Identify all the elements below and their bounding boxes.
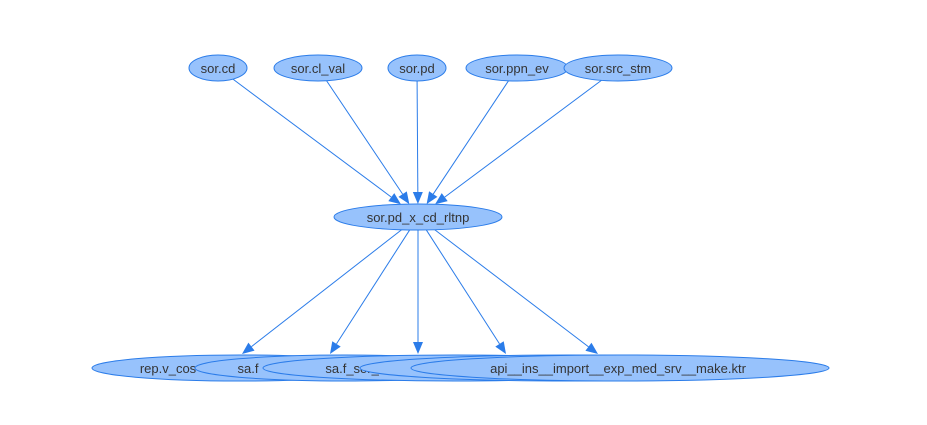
graph-node-api-ins-import[interactable]: api__ins__import__exp_med_srv__make.ktr — [410, 354, 830, 382]
graph-node-sor-pd[interactable]: sor.pd — [387, 54, 447, 82]
edge-n_sor_cl_val-to-n_sor_pd_x_cd_rltnp[interactable] — [326, 80, 404, 195]
node-label: rep.v_cos — [140, 361, 197, 376]
edge-n_sor_pd_x_cd_rltnp-to-n_api_ins_import[interactable] — [434, 229, 589, 348]
node-ellipse[interactable] — [410, 354, 830, 382]
edge-arrowhead — [412, 191, 423, 204]
node-ellipse[interactable] — [188, 54, 248, 82]
nodes-layer: sor.cd sor.cl_val sor.pd sor.ppn_ev sor.src_… — [91, 54, 830, 382]
node-label: sor.cl_val — [291, 61, 345, 76]
node-ellipse[interactable] — [273, 54, 363, 82]
node-label: api__ins__import__exp_med_srv__make.ktr — [490, 361, 746, 376]
node-label: sor.pd — [399, 61, 434, 76]
edge-arrowhead — [242, 342, 255, 354]
node-label: sor.ppn_ev — [485, 61, 549, 76]
edge-n_sor_pd_x_cd_rltnp-to-n_sa_f[interactable] — [336, 229, 411, 345]
node-ellipse[interactable] — [387, 54, 447, 82]
edge-arrowhead — [413, 342, 423, 354]
graph-node-sor-pd-x-cd-rltnp[interactable]: sor.pd_x_cd_rltnp — [333, 203, 503, 231]
edges-layer — [232, 78, 602, 354]
edge-n_sor_pd_x_cd_rltnp-to-n_rep_v_cos[interactable] — [251, 229, 402, 348]
graph-node-sor-cd[interactable]: sor.cd — [188, 54, 248, 82]
node-label: sor.src_stm — [585, 61, 651, 76]
edge-arrowhead — [435, 193, 448, 205]
edge-arrowhead — [398, 191, 410, 205]
edge-arrowhead — [426, 191, 438, 205]
edge-arrowhead — [495, 341, 506, 354]
edge-n_sor_cd-to-n_sor_pd_x_cd_rltnp[interactable] — [232, 78, 392, 198]
graph-node-sor-ppn-ev[interactable]: sor.ppn_ev — [465, 54, 569, 82]
edge-n_sor_pd_x_cd_rltnp-to-n_api[interactable] — [425, 229, 500, 345]
edge-arrowhead — [388, 193, 401, 205]
edge-n_sor_src_stm-to-n_sor_pd_x_cd_rltnp[interactable] — [444, 79, 602, 198]
node-ellipse[interactable] — [563, 54, 673, 82]
edge-arrowhead — [330, 341, 341, 354]
edge-n_sor_pd-to-n_sor_pd_x_cd_rltnp[interactable] — [416, 80, 419, 193]
node-ellipse[interactable] — [333, 203, 503, 231]
node-label: sa.f — [238, 361, 259, 376]
graph-node-sor-cl-val[interactable]: sor.cl_val — [273, 54, 363, 82]
graph-node-sor-src-stm[interactable]: sor.src_stm — [563, 54, 673, 82]
edge-n_sor_ppn_ev-to-n_sor_pd_x_cd_rltnp[interactable] — [432, 80, 509, 195]
node-label: sor.cd — [201, 61, 236, 76]
edge-arrowhead — [585, 342, 598, 354]
node-label: sor.pd_x_cd_rltnp — [367, 210, 470, 225]
